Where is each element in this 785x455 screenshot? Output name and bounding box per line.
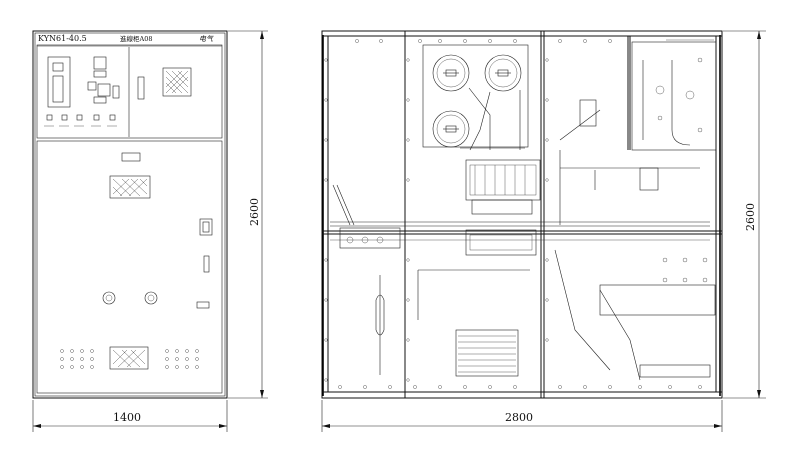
front-width-dimension: 1400 (32, 400, 228, 432)
indicator-lamp-left (102, 291, 116, 305)
bolt-grid-right (165, 349, 199, 369)
lv-instruments (44, 56, 145, 127)
indicator-lamp-right (144, 291, 158, 305)
door-lock (196, 218, 213, 309)
surge-arrester (332, 184, 401, 375)
bottom-bolt-row (338, 385, 702, 389)
door-nameplate (121, 152, 141, 162)
side-bolt-columns (324, 58, 549, 382)
main-busbars (330, 221, 710, 256)
vent-grille-lower (109, 346, 149, 370)
contact-box (465, 159, 541, 215)
breaker-truck (554, 99, 716, 381)
front-width-label: 1400 (113, 411, 141, 424)
vent-grille-middle (109, 175, 151, 199)
top-bolt-row (355, 39, 612, 43)
busbar-insulators (422, 44, 529, 151)
side-height-dimension: 2600 (723, 30, 766, 399)
side-view: 2800 2600 (321, 30, 766, 432)
side-width-label: 2800 (505, 411, 533, 424)
lv-compartment-side (631, 39, 717, 151)
model-label: KYN61-40.5 (38, 34, 87, 43)
vent-grille-upper (162, 67, 192, 97)
bolt-grid-left (60, 349, 94, 369)
panel-name-label: 進線柜A08 (120, 34, 152, 43)
side-width-dimension: 2800 (321, 400, 723, 432)
logo-mark: 电气 (199, 35, 214, 43)
side-cabinet-outline (321, 30, 723, 399)
lv-compartment (36, 44, 223, 139)
front-height-label: 2600 (248, 198, 261, 226)
front-cabinet-outline (32, 30, 228, 399)
side-height-label: 2600 (744, 203, 757, 231)
front-door (36, 140, 223, 394)
front-height-dimension: 2600 (228, 30, 268, 399)
cable-compartment-heater (417, 269, 530, 377)
front-view: KYN61-40.5 進線柜A08 电气 (32, 30, 268, 432)
